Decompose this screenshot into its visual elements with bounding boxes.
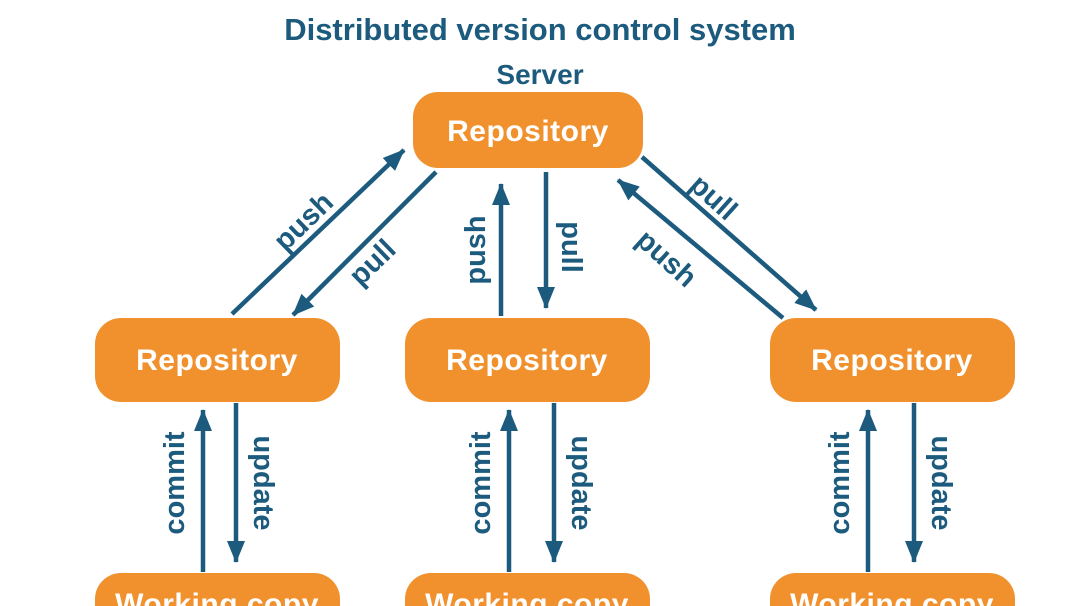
repository-label-left: Repository xyxy=(136,344,298,377)
working-copy-label-left: Working copy xyxy=(115,588,319,606)
working-copy-label-middle: Working copy xyxy=(425,588,629,606)
working-copy-label-right: Working copy xyxy=(790,588,994,606)
working-copy-node-left: Working copy xyxy=(95,573,340,606)
push-label-middle: push xyxy=(460,215,492,284)
update-label-left: update xyxy=(247,435,279,530)
working-copy-box-right xyxy=(770,573,1015,606)
working-copy-node-right: Working copy xyxy=(770,573,1015,606)
server-repository-box xyxy=(413,92,643,168)
push-arrow-right xyxy=(616,178,785,320)
working-copy-box-middle xyxy=(405,573,650,606)
pull-label-middle: pull xyxy=(555,221,587,273)
repository-node-left: Repository xyxy=(95,318,340,402)
server-repository-label: Repository xyxy=(447,115,609,148)
repository-node-right: Repository xyxy=(770,318,1015,402)
server-repository-node: Repository xyxy=(413,92,643,168)
commit-label-left: commit xyxy=(159,431,191,534)
update-label-middle: update xyxy=(565,435,597,530)
pull-label-left: pull xyxy=(343,233,402,292)
pull-arrow-left xyxy=(291,170,438,317)
working-copy-node-middle: Working copy xyxy=(405,573,650,606)
push-arrow-left xyxy=(230,148,406,316)
server-group-label: Server xyxy=(496,59,583,90)
repository-box-left xyxy=(95,318,340,402)
repository-label-middle: Repository xyxy=(446,344,608,377)
push-label-right: push xyxy=(630,224,703,294)
update-label-right: update xyxy=(925,435,957,530)
diagram-title: Distributed version control system xyxy=(284,12,796,47)
commit-label-middle: commit xyxy=(465,431,497,534)
repository-label-right: Repository xyxy=(811,344,973,377)
working-copy-box-left xyxy=(95,573,340,606)
repository-node-middle: Repository xyxy=(405,318,650,402)
repository-box-middle xyxy=(405,318,650,402)
repository-box-right xyxy=(770,318,1015,402)
commit-label-right: commit xyxy=(824,431,856,534)
pull-label-right: pull xyxy=(683,169,743,227)
pull-arrow-right xyxy=(640,155,818,312)
